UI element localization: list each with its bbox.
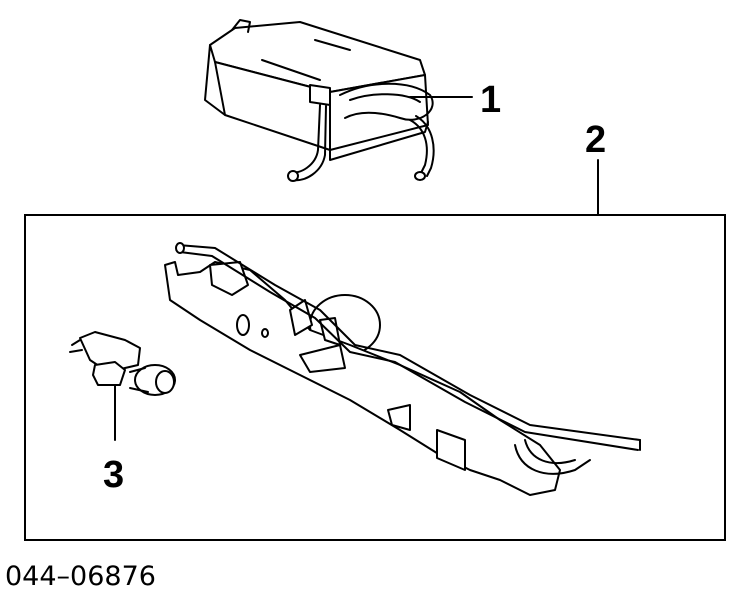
valve-part xyxy=(69,331,176,396)
diagram-code: 044–06876 xyxy=(5,561,156,592)
bracket-assembly-part xyxy=(164,242,641,496)
canister-part xyxy=(204,19,435,182)
callout-3: 3 xyxy=(103,454,124,496)
callout-2: 2 xyxy=(585,119,606,161)
callout-1: 1 xyxy=(480,79,501,121)
assembly-frame xyxy=(24,214,726,541)
